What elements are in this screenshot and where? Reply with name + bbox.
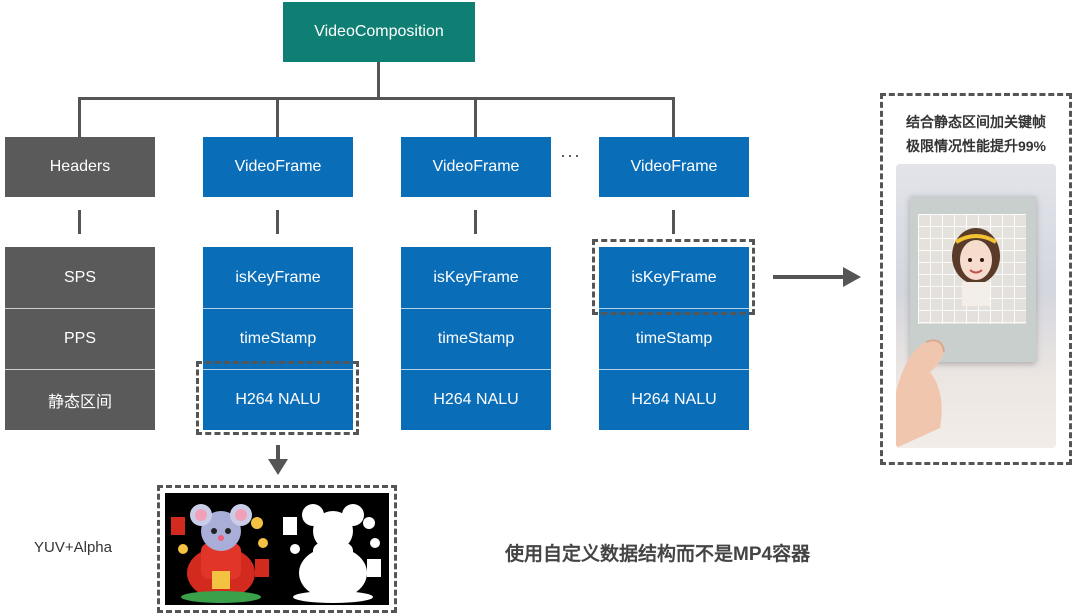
- headers-separator: [5, 308, 155, 309]
- down-arrow-icon: [268, 459, 288, 475]
- frame3-iskeyframe-cell: isKeyFrame: [599, 247, 749, 308]
- frame1-h264-nalu-cell: H264 NALU: [203, 369, 353, 430]
- frame1-timestamp-cell: timeStamp: [203, 308, 353, 369]
- frame3-inner-connector: [672, 210, 675, 234]
- h264-nalu-highlight: [196, 361, 359, 435]
- frame2-iskeyframe-cell: isKeyFrame: [401, 247, 551, 308]
- frame1-drop-connector: [276, 97, 279, 137]
- frame1-separator: [203, 308, 353, 309]
- headers-separator: [5, 369, 155, 370]
- video-frame-1-node: VideoFrame: [203, 137, 353, 197]
- frame3-separator: [599, 308, 749, 309]
- frame2-inner-connector: [474, 210, 477, 234]
- note-line-2: 极限情况性能提升99%: [905, 138, 1047, 154]
- frame2-h264-nalu-cell: H264 NALU: [401, 369, 551, 430]
- yuv-alpha-image: [165, 493, 389, 605]
- right-arrow-icon: [843, 267, 861, 287]
- headers-node: Headers: [5, 137, 155, 197]
- iskeyframe-highlight: [592, 239, 755, 315]
- down-arrow-shaft: [276, 445, 280, 461]
- mouse-mascot-yuv-illustration: [171, 504, 269, 603]
- mouse-mascot-alpha-mask: [283, 504, 381, 603]
- note-line-1: 结合静态区间加关键帧: [906, 114, 1046, 130]
- sps-cell: SPS: [5, 247, 155, 308]
- frame1-inner-connector: [276, 210, 279, 234]
- static-interval-cell: 静态区间: [5, 369, 155, 430]
- frame3-h264-nalu-cell: H264 NALU: [599, 369, 749, 430]
- video-frame-3-node: VideoFrame: [599, 137, 749, 197]
- frames-ellipsis: ···: [560, 145, 581, 165]
- root-connector: [377, 62, 380, 98]
- portrait-girl-illustration: [952, 228, 1000, 306]
- hand-illustration: [896, 339, 945, 448]
- top-bar-connector: [78, 97, 674, 100]
- yuv-alpha-label: YUV+Alpha: [34, 539, 112, 556]
- frame2-separator: [401, 369, 551, 370]
- right-arrow-shaft: [773, 275, 845, 279]
- frame2-separator: [401, 308, 551, 309]
- frame3-timestamp-cell: timeStamp: [599, 308, 749, 369]
- video-composition-node: VideoComposition: [283, 2, 475, 62]
- caption-text: 使用自定义数据结构而不是MP4容器: [505, 544, 811, 565]
- pps-cell: PPS: [5, 308, 155, 369]
- frame1-separator: [203, 369, 353, 370]
- hand-holding-photo-image: [896, 164, 1056, 448]
- video-frame-2-node: VideoFrame: [401, 137, 551, 197]
- frame2-drop-connector: [474, 97, 477, 137]
- frame2-timestamp-cell: timeStamp: [401, 308, 551, 369]
- headers-inner-connector: [78, 210, 81, 234]
- frame3-separator: [599, 369, 749, 370]
- headers-drop-connector: [78, 97, 81, 137]
- performance-note-panel: [880, 93, 1072, 465]
- frame1-iskeyframe-cell: isKeyFrame: [203, 247, 353, 308]
- frame3-drop-connector: [672, 97, 675, 137]
- yuv-alpha-highlight: [157, 485, 397, 613]
